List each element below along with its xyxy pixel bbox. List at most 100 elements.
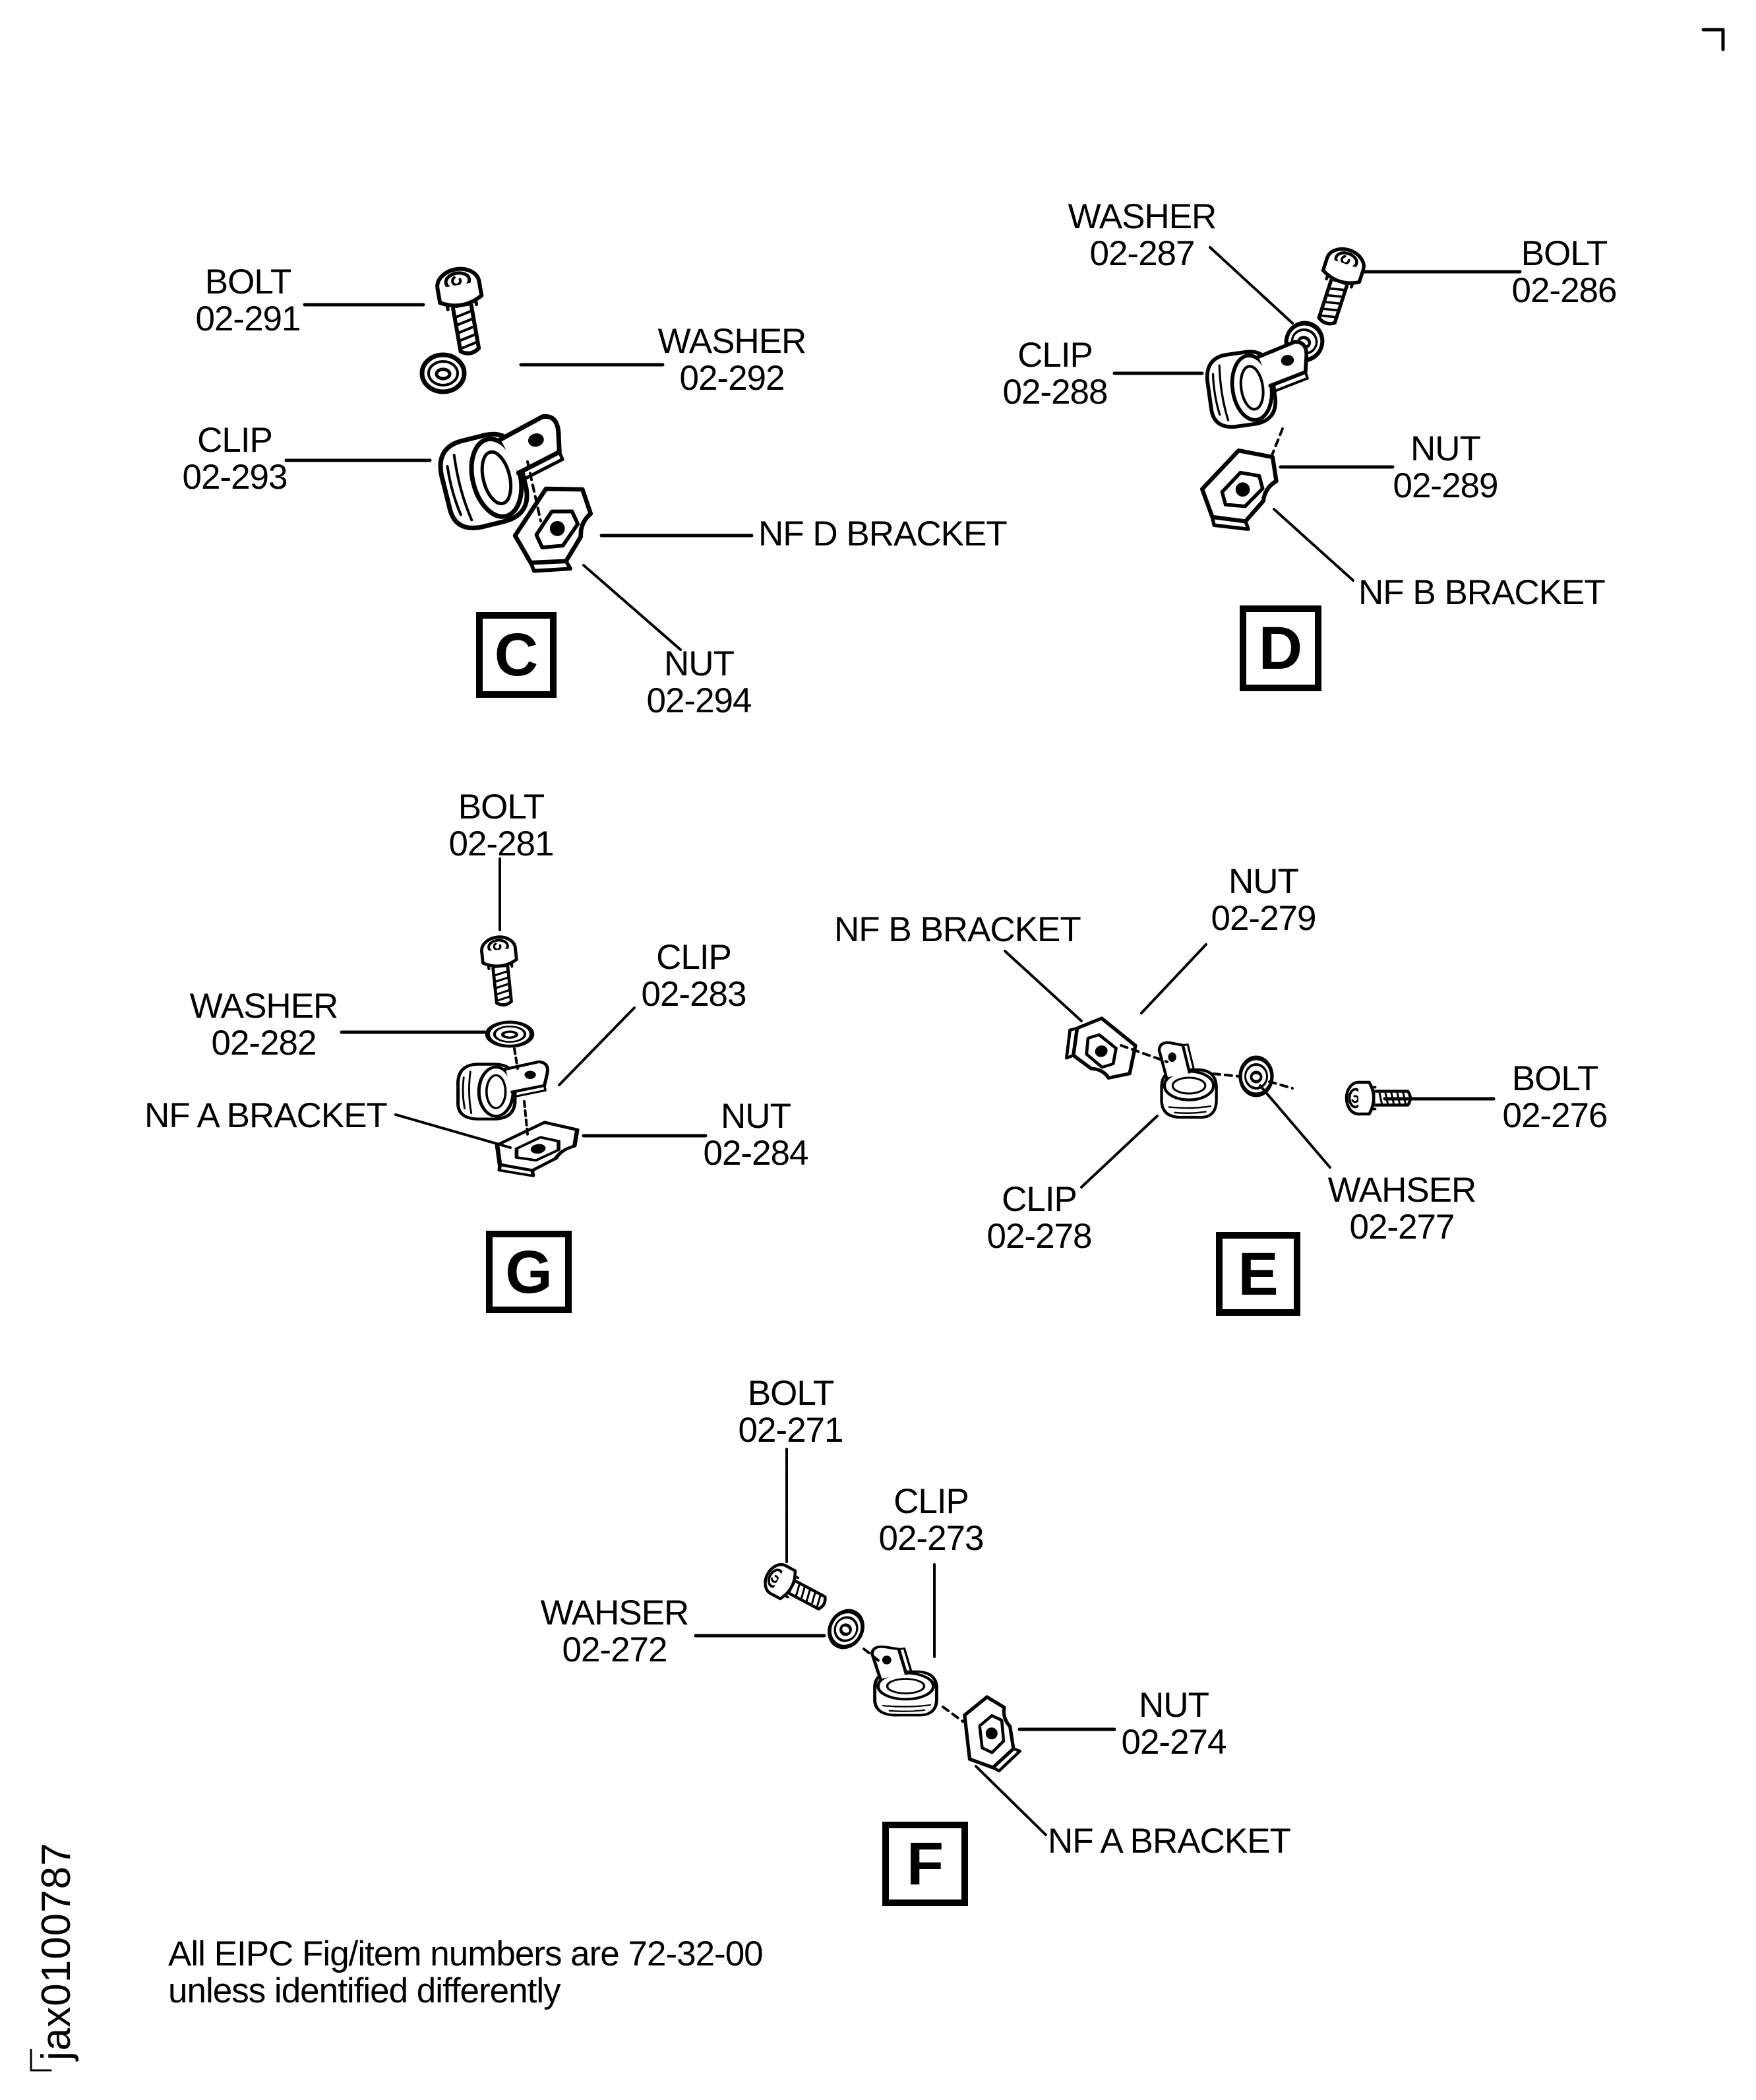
assembly-axis <box>513 1047 529 1136</box>
washer-icon <box>1240 1058 1272 1095</box>
item-number: 02-283 <box>641 975 746 1014</box>
callout-washer-c: WASHER 02-292 <box>657 322 807 398</box>
bracket-nut-icon <box>1057 1010 1144 1094</box>
callout-bolt-c: BOLT 02-291 <box>195 262 301 338</box>
bolt-icon <box>1308 245 1368 329</box>
clip-icon <box>1203 340 1315 429</box>
callout-clip-c: CLIP 02-293 <box>182 421 288 497</box>
clip-icon <box>1159 1043 1217 1117</box>
item-number: 02-278 <box>986 1217 1092 1256</box>
leader-lines <box>694 1448 1116 1836</box>
item-number: 02-286 <box>1511 271 1617 310</box>
item-number: 02-277 <box>1349 1208 1455 1247</box>
item-number: 02-294 <box>646 681 752 720</box>
item-number: 02-272 <box>562 1630 667 1669</box>
callout-bolt-g: BOLT 02-281 <box>448 788 554 863</box>
part-name: NF A BRACKET <box>1048 1822 1291 1861</box>
view-label-e: E <box>1216 1232 1300 1316</box>
part-name: CLIP <box>656 938 732 977</box>
part-name: WAHSER <box>540 1593 690 1632</box>
leader-lines <box>1004 943 1496 1189</box>
item-number: 02-282 <box>211 1024 317 1063</box>
view-e-drawing <box>1004 943 1496 1189</box>
callout-nut-d: NUT 02-289 <box>1393 431 1498 505</box>
callout-nut-e: NUT 02-279 <box>1211 863 1316 937</box>
footer-note-line-1: All EIPC Fig/item numbers are 72-32-00 <box>168 1934 764 1973</box>
view-label-f: F <box>882 1822 968 1906</box>
view-f-drawing <box>694 1448 1116 1836</box>
corner-mark-bottom-left <box>30 2049 52 2072</box>
item-number: 02-287 <box>1089 234 1195 273</box>
callout-washer-f: WAHSER 02-272 <box>540 1593 690 1669</box>
callout-bracket-d: NF B BRACKET <box>1358 573 1606 612</box>
assembly-axis <box>526 460 542 522</box>
callout-bracket-f: NF A BRACKET <box>1048 1822 1291 1861</box>
footer-note-line-2: unless identified differently <box>168 1971 561 2010</box>
washer-icon <box>422 355 464 392</box>
callout-clip-g: CLIP 02-283 <box>641 939 746 1013</box>
bolt-icon <box>435 266 491 357</box>
part-name: NUT <box>721 1097 791 1136</box>
item-number: 02-273 <box>878 1519 984 1558</box>
leader-lines <box>340 857 708 1149</box>
assembly-axis <box>863 1648 964 1723</box>
view-label-c: C <box>476 612 557 698</box>
view-g-drawing <box>340 857 708 1181</box>
part-name: WASHER <box>657 322 807 361</box>
part-name: BOLT <box>1521 234 1608 273</box>
callout-bracket-g: NF A BRACKET <box>144 1096 388 1135</box>
part-name: NF B BRACKET <box>834 910 1081 949</box>
part-name: NF A BRACKET <box>144 1096 388 1135</box>
part-name: BOLT <box>747 1374 835 1413</box>
leader-lines <box>1112 246 1522 582</box>
callout-nut-g: NUT 02-284 <box>703 1098 808 1172</box>
callout-washer-e: WAHSER 02-277 <box>1327 1171 1477 1247</box>
footer-note: All EIPC Fig/item numbers are 72-32-00 u… <box>168 1934 764 2010</box>
assembly-axis <box>1268 427 1284 463</box>
callout-bracket-c: NF D BRACKET <box>758 514 1008 553</box>
part-name: CLIP <box>1017 336 1093 375</box>
view-c-drawing <box>284 266 754 651</box>
item-number: 02-292 <box>679 359 785 398</box>
callout-bolt-d: BOLT 02-286 <box>1511 234 1617 310</box>
callout-bolt-f: BOLT 02-271 <box>738 1375 843 1449</box>
part-name: WASHER <box>189 987 339 1026</box>
bolt-icon <box>760 1560 832 1618</box>
item-number: 02-289 <box>1393 466 1498 505</box>
item-number: 02-281 <box>448 824 554 863</box>
callout-washer-d: WASHER 02-287 <box>1068 199 1217 272</box>
item-number: 02-284 <box>703 1134 808 1173</box>
callout-clip-f: CLIP 02-273 <box>878 1482 984 1558</box>
part-name: CLIP <box>197 421 273 460</box>
bolt-icon <box>481 935 522 1006</box>
callout-clip-d: CLIP 02-288 <box>1002 336 1108 411</box>
part-name: NF B BRACKET <box>1358 573 1606 612</box>
view-label-g: G <box>486 1231 572 1313</box>
part-name: BOLT <box>1511 1059 1599 1098</box>
callout-clip-e: CLIP 02-278 <box>986 1181 1092 1256</box>
part-name: NUT <box>664 644 735 683</box>
callout-washer-g: WASHER 02-282 <box>189 987 339 1063</box>
item-number: 02-293 <box>182 458 288 497</box>
part-name: WASHER <box>1068 197 1217 236</box>
part-name: CLIP <box>893 1482 969 1521</box>
bracket-nut-icon <box>1193 441 1293 540</box>
item-number: 02-274 <box>1121 1723 1226 1762</box>
part-name: NUT <box>1410 429 1481 468</box>
leader-lines <box>284 303 754 651</box>
drawing-id: jax0100787 <box>34 1842 79 2060</box>
callout-bracket-e: NF B BRACKET <box>834 911 1081 948</box>
part-name: BOLT <box>204 262 292 301</box>
bracket-nut-icon <box>951 1692 1033 1775</box>
part-name: NF D BRACKET <box>758 514 1008 553</box>
callout-nut-f: NUT 02-274 <box>1121 1687 1226 1761</box>
item-number: 02-271 <box>738 1411 843 1450</box>
callout-bolt-e: BOLT 02-276 <box>1502 1059 1608 1134</box>
part-name: NUT <box>1228 862 1299 901</box>
view-label-d: D <box>1240 605 1321 691</box>
part-name: BOLT <box>458 788 545 826</box>
part-name: WAHSER <box>1327 1171 1477 1210</box>
bracket-nut-icon <box>494 1118 583 1181</box>
